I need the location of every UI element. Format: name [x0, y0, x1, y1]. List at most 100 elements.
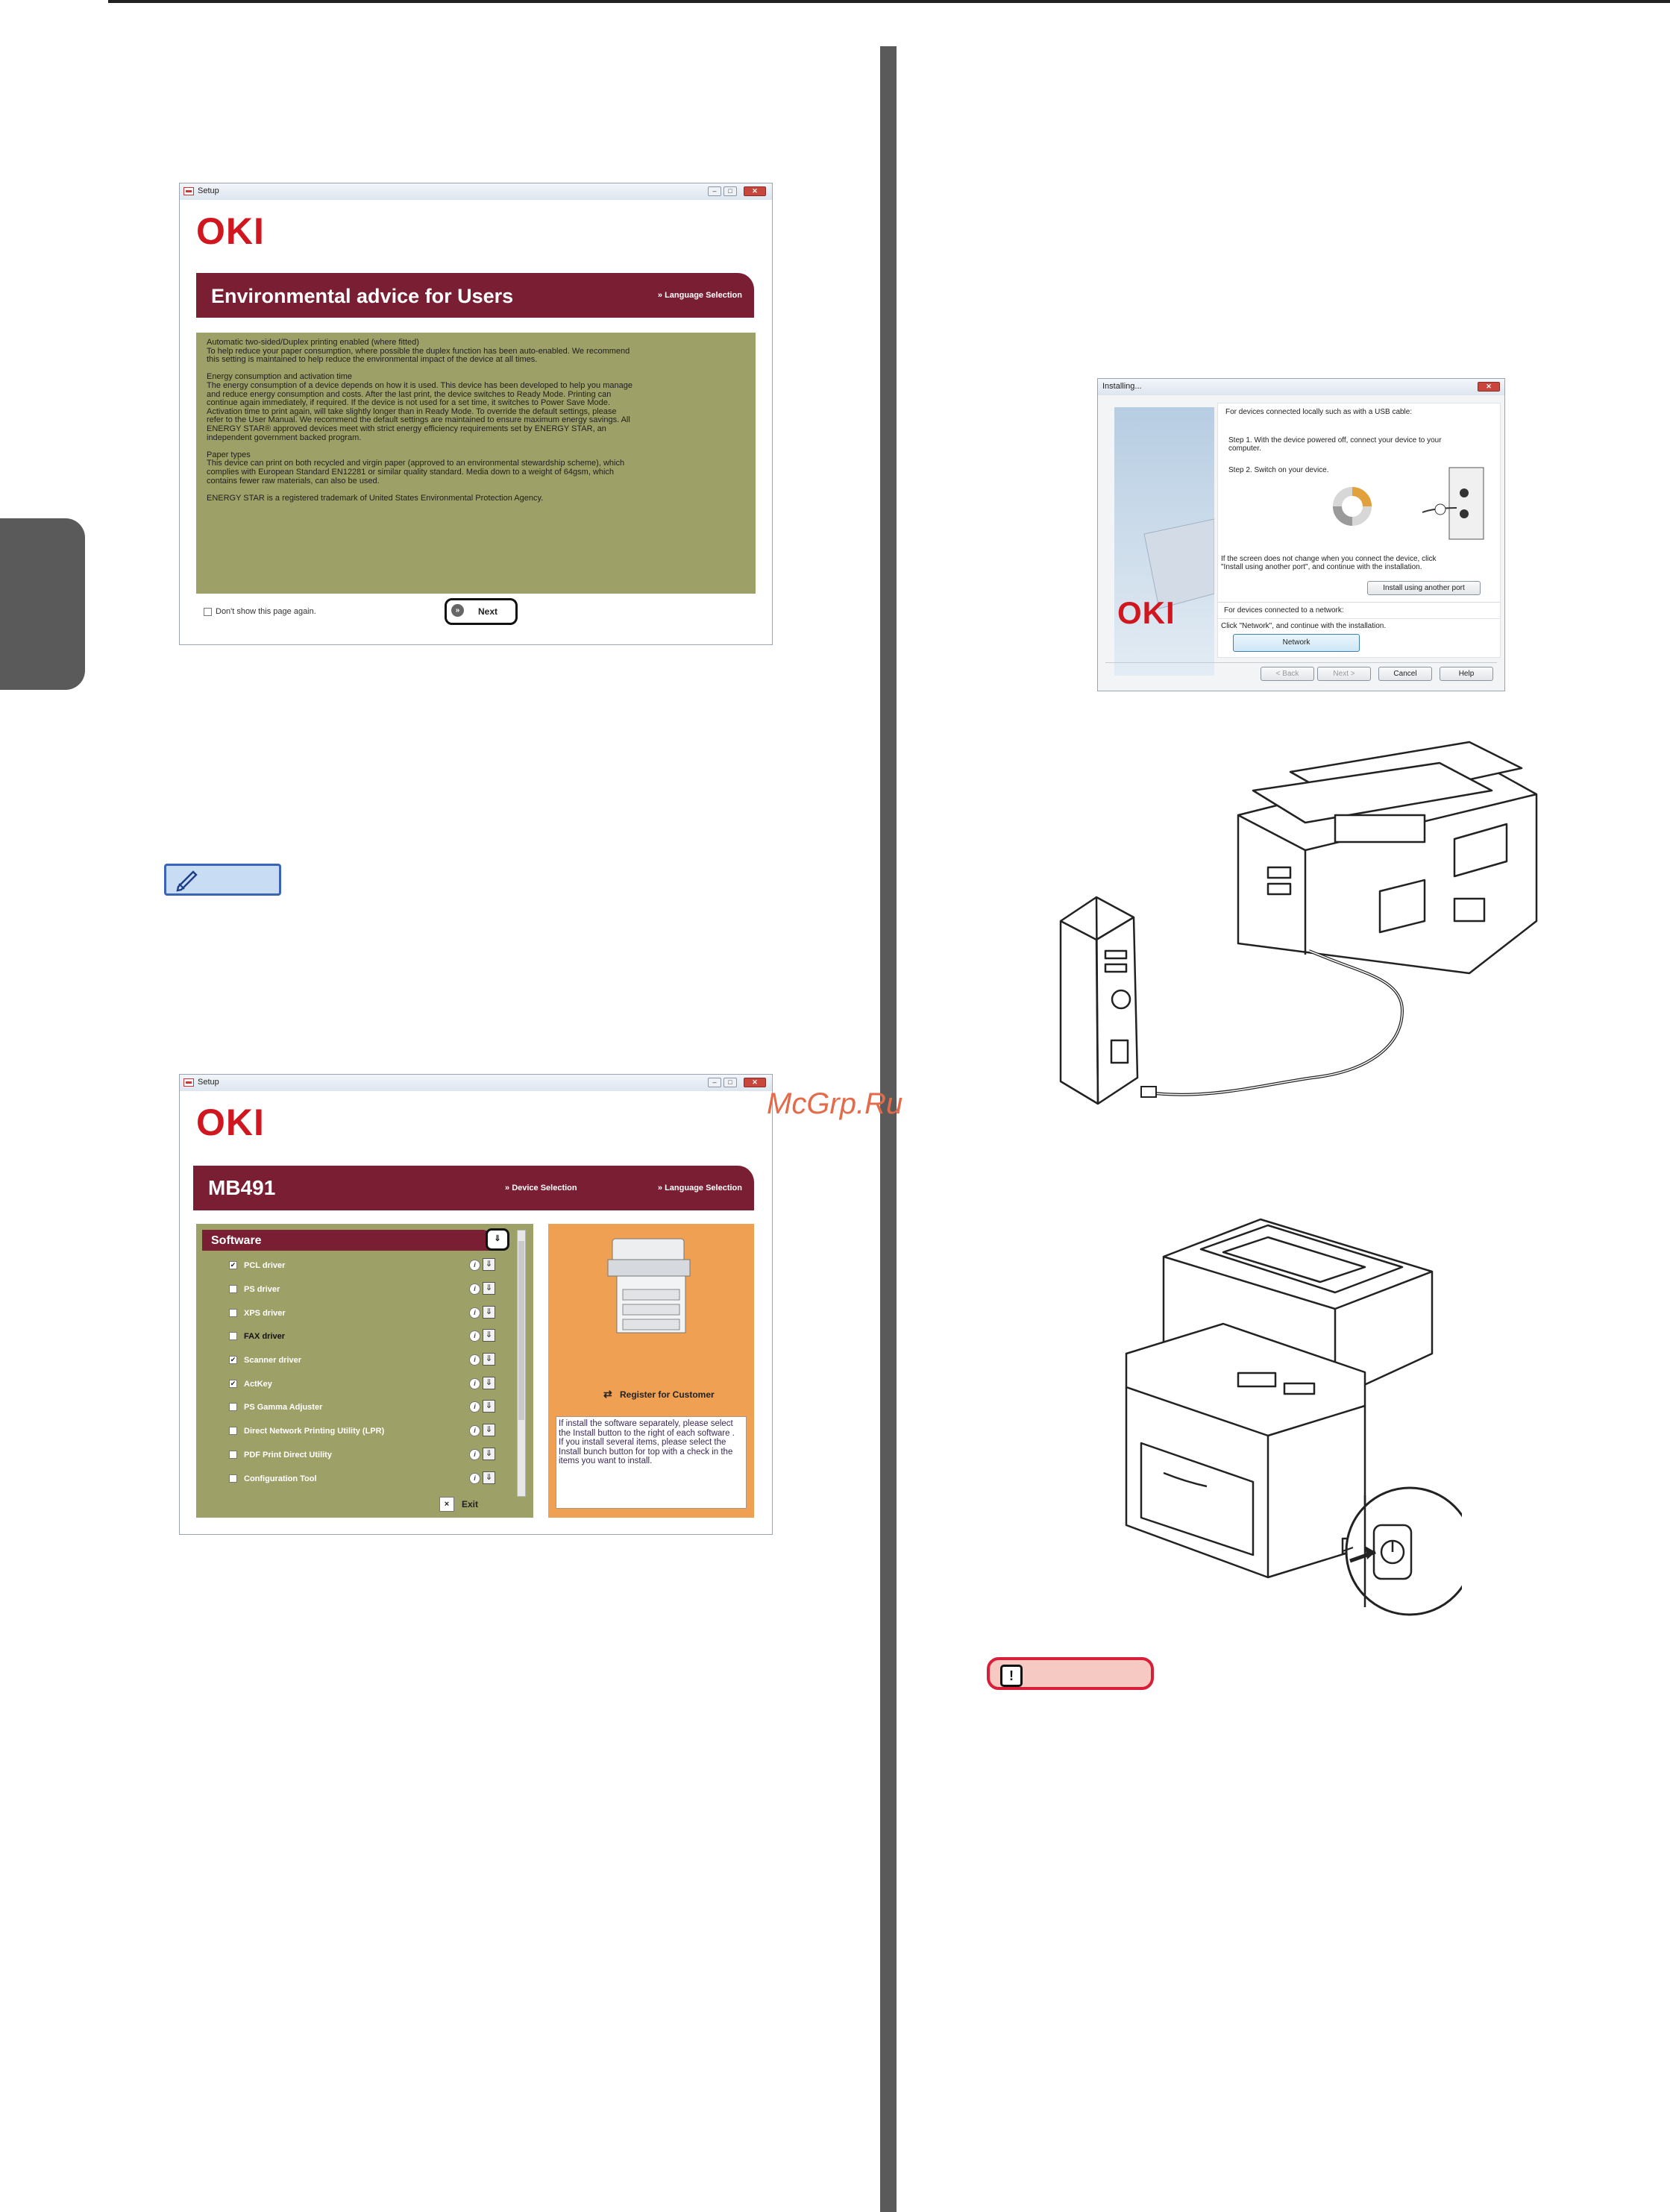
info-icon[interactable]: i: [469, 1473, 480, 1484]
column-divider: [880, 46, 897, 2212]
install-icon[interactable]: ⇓: [483, 1353, 495, 1366]
cancel-button[interactable]: Cancel: [1378, 667, 1432, 681]
help-button[interactable]: Help: [1440, 667, 1493, 681]
item-checkbox[interactable]: [229, 1474, 237, 1483]
advice-panel: Automatic two-sided/Duplex printing enab…: [196, 333, 756, 594]
close-button[interactable]: ✕: [744, 186, 766, 196]
install-icon[interactable]: ⇓: [483, 1377, 495, 1389]
header-banner: Environmental advice for Users » Languag…: [196, 273, 754, 318]
list-item: ✔ Scanner driver i ⇓: [196, 1353, 517, 1368]
info-icon[interactable]: i: [469, 1260, 480, 1271]
title-bar: Installing... ✕: [1098, 379, 1504, 395]
advice-paragraph-duplex: Automatic two-sided/Duplex printing enab…: [207, 338, 630, 365]
nav-device-label: Device Selection: [512, 1184, 577, 1193]
footer-separator: [1105, 662, 1497, 663]
minimize-button[interactable]: –: [708, 186, 721, 196]
info-side-panel: ⇄ Register for Customer If install the s…: [548, 1224, 754, 1518]
info-icon[interactable]: i: [469, 1401, 480, 1413]
item-checkbox[interactable]: ✔: [229, 1380, 237, 1388]
list-item: ✔ PCL driver i ⇓: [196, 1258, 517, 1273]
install-icon[interactable]: ⇓: [483, 1306, 495, 1319]
setup-window-environmental: Setup – □ ✕ OKI Environmental advice for…: [179, 183, 773, 645]
install-bunch-button[interactable]: ⇓: [486, 1228, 509, 1251]
info-icon[interactable]: i: [469, 1449, 480, 1460]
oki-logo: OKI: [196, 1102, 265, 1143]
exit-button[interactable]: × Exit: [439, 1497, 499, 1513]
back-button[interactable]: < Back: [1261, 667, 1314, 681]
chapter-side-tab: [0, 518, 85, 690]
maximize-button[interactable]: □: [723, 1078, 737, 1087]
item-checkbox[interactable]: [229, 1451, 237, 1459]
window-title: Setup: [198, 1078, 219, 1087]
network-button[interactable]: Network: [1233, 634, 1360, 652]
next-button[interactable]: Next >: [1317, 667, 1371, 681]
item-checkbox[interactable]: [229, 1427, 237, 1435]
nav-device-selection[interactable]: » Device Selection: [505, 1184, 577, 1193]
item-checkbox[interactable]: [229, 1332, 237, 1340]
side-graphic: OKI: [1114, 407, 1214, 676]
network-heading: For devices connected to a network:: [1224, 606, 1344, 615]
top-rule: [108, 0, 1670, 3]
info-icon[interactable]: i: [469, 1425, 480, 1436]
info-icon[interactable]: i: [469, 1307, 480, 1319]
nav-language-selection[interactable]: » Language Selection: [657, 291, 742, 300]
dont-show-checkbox[interactable]: [204, 608, 212, 616]
close-button[interactable]: ✕: [744, 1078, 766, 1087]
minimize-button[interactable]: –: [708, 1078, 721, 1087]
item-checkbox[interactable]: [229, 1285, 237, 1293]
item-checkbox[interactable]: [229, 1403, 237, 1411]
dont-show-label: Don't show this page again.: [216, 607, 316, 616]
nav-language-selection[interactable]: » Language Selection: [657, 1184, 742, 1193]
oki-logo: OKI: [196, 210, 265, 252]
info-icon[interactable]: i: [469, 1330, 480, 1342]
install-icon[interactable]: ⇓: [483, 1471, 495, 1484]
install-another-port-button[interactable]: Install using another port: [1367, 581, 1481, 595]
item-label: PS driver: [244, 1285, 280, 1294]
step-1-text: Step 1. With the device powered off, con…: [1228, 436, 1442, 453]
list-scrollbar[interactable]: [517, 1230, 526, 1497]
info-icon[interactable]: i: [469, 1283, 480, 1295]
usb-connection-icon: [1419, 463, 1491, 545]
printer-pc-connection-illustration: [1059, 741, 1538, 1105]
memo-icon: [164, 864, 281, 896]
window-title: Setup: [198, 186, 219, 195]
item-checkbox[interactable]: ✔: [229, 1261, 237, 1269]
scroll-thumb[interactable]: [518, 1241, 524, 1420]
info-icon[interactable]: i: [469, 1354, 480, 1366]
install-instructions: If install the software separately, plea…: [556, 1416, 747, 1509]
screen-note: If the screen does not change when you c…: [1221, 555, 1437, 571]
network-text: Click "Network", and continue with the i…: [1221, 622, 1387, 630]
model-title: MB491: [208, 1176, 276, 1199]
list-item: PS Gamma Adjuster i ⇓: [196, 1400, 517, 1415]
maximize-button[interactable]: □: [723, 186, 737, 196]
item-checkbox[interactable]: ✔: [229, 1356, 237, 1364]
list-item: FAX driver i ⇓: [196, 1329, 517, 1344]
register-icon[interactable]: ⇄: [603, 1388, 612, 1400]
install-icon[interactable]: ⇓: [483, 1424, 495, 1436]
install-icon[interactable]: ⇓: [483, 1400, 495, 1413]
install-icon[interactable]: ⇓: [483, 1329, 495, 1342]
item-label: PCL driver: [244, 1261, 286, 1270]
info-icon[interactable]: i: [469, 1378, 480, 1389]
software-list: ✔ PCL driver i ⇓ PS driver i ⇓ XPS drive…: [196, 1258, 517, 1504]
install-icon[interactable]: ⇓: [483, 1282, 495, 1295]
page-title: Environmental advice for Users: [211, 285, 514, 307]
next-button[interactable]: » Next: [445, 598, 518, 625]
item-label: XPS driver: [244, 1309, 286, 1318]
pencil-icon: [176, 870, 198, 892]
install-icon[interactable]: ⇓: [483, 1448, 495, 1460]
window-title: Installing...: [1102, 382, 1142, 391]
power-switch-illustration: [1125, 1218, 1462, 1616]
item-label: PDF Print Direct Utility: [244, 1451, 332, 1460]
advice-paragraph-paper: Paper types This device can print on bot…: [207, 450, 625, 486]
item-label: PS Gamma Adjuster: [244, 1403, 323, 1412]
advice-paragraph-energy: Energy consumption and activation time T…: [207, 372, 632, 442]
section-separator: [1218, 602, 1500, 603]
item-label: FAX driver: [244, 1332, 286, 1341]
nav-language-label: Language Selection: [665, 1184, 742, 1193]
register-link[interactable]: Register for Customer: [620, 1389, 715, 1400]
item-checkbox[interactable]: [229, 1309, 237, 1317]
list-item: PS driver i ⇓: [196, 1282, 517, 1297]
install-icon[interactable]: ⇓: [483, 1258, 495, 1271]
close-button[interactable]: ✕: [1478, 382, 1500, 392]
